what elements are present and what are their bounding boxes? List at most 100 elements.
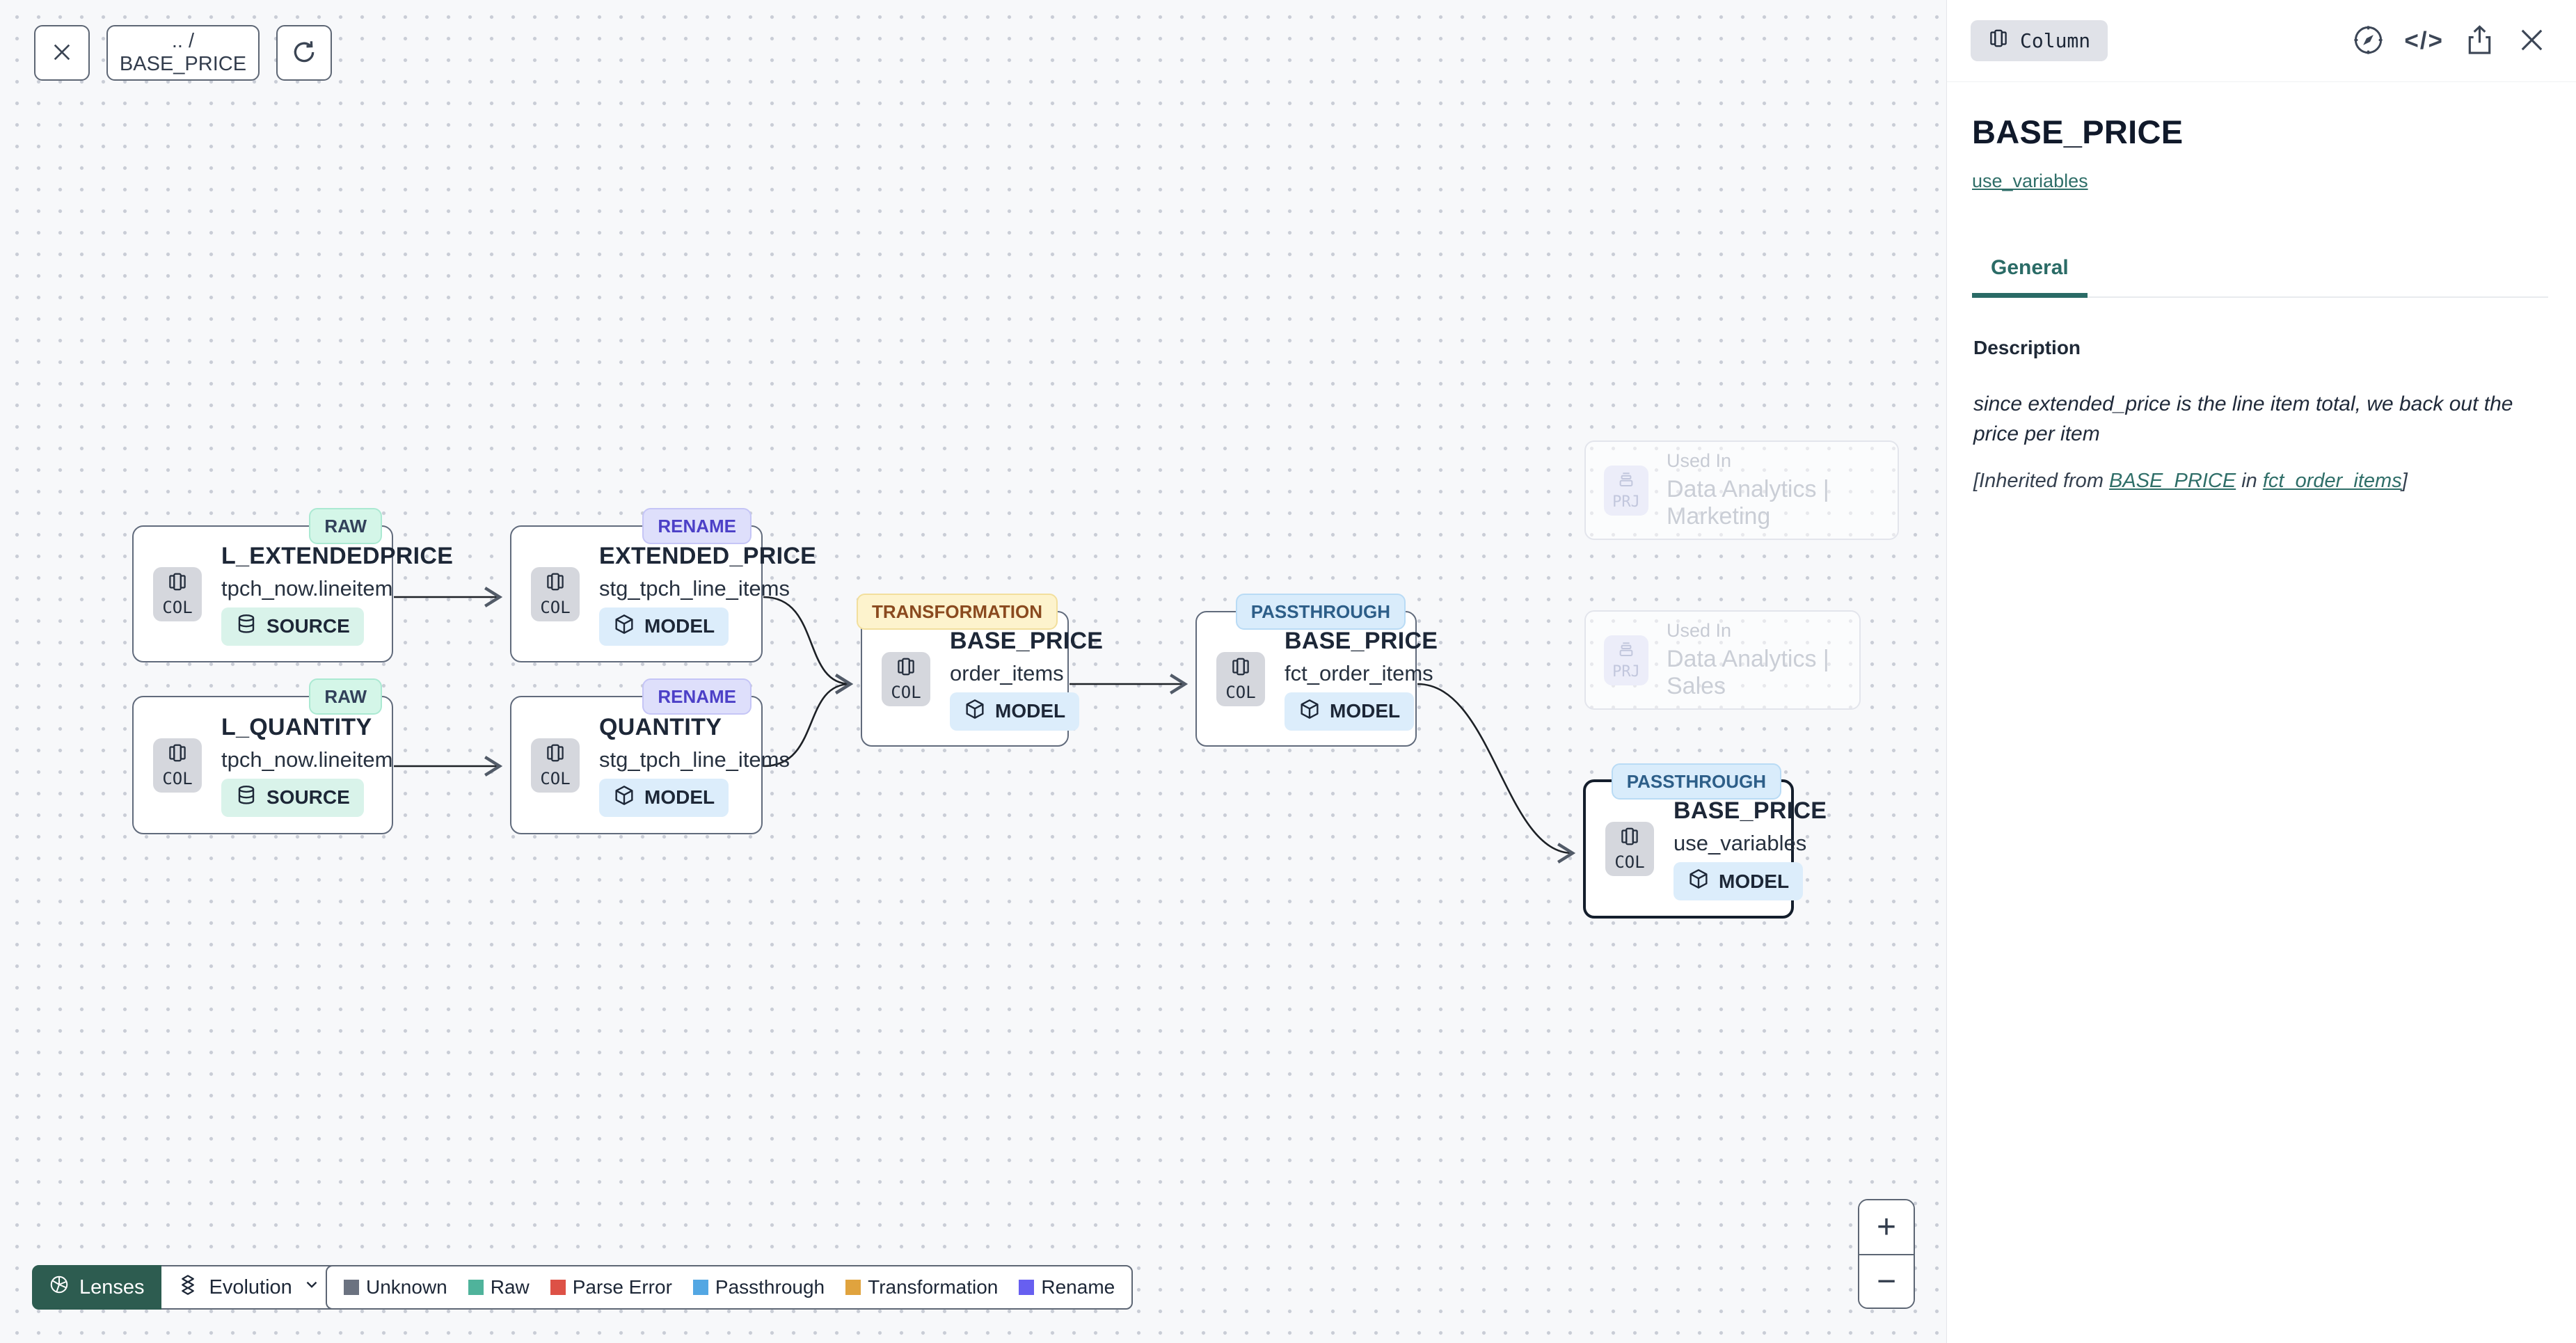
close-icon bbox=[49, 39, 75, 67]
cube-icon bbox=[1298, 698, 1321, 725]
used-in-label: Used In bbox=[1667, 620, 1732, 641]
columns-icon bbox=[167, 742, 188, 768]
project-type-chip: PRJ bbox=[1604, 635, 1648, 685]
lenses-icon bbox=[49, 1274, 70, 1301]
column-type-chip: COL bbox=[531, 738, 580, 793]
project-icon bbox=[1616, 639, 1636, 663]
model-link[interactable]: use_variables bbox=[1972, 170, 2088, 191]
node-kind-pill: MODEL bbox=[599, 607, 729, 646]
node-subtitle: stg_tpch_line_items bbox=[599, 747, 790, 772]
node-badge: PASSTHROUGH bbox=[1235, 594, 1406, 630]
node-subtitle: fct_order_items bbox=[1285, 660, 1433, 685]
navigate-button[interactable] bbox=[2352, 24, 2385, 58]
column-type-chip: COL bbox=[1605, 822, 1654, 876]
node-badge: RENAME bbox=[642, 508, 752, 544]
legend-swatch bbox=[468, 1280, 484, 1295]
cube-icon bbox=[613, 613, 635, 640]
refresh-button[interactable] bbox=[276, 25, 332, 81]
cube-icon bbox=[1687, 868, 1710, 895]
layers-icon bbox=[177, 1273, 199, 1301]
column-type-chip: COL bbox=[153, 566, 202, 621]
used-in-name: Data Analytics | Sales bbox=[1667, 646, 1829, 699]
panel-tabs: General bbox=[1972, 256, 2548, 298]
node-title: EXTENDED_PRICE bbox=[599, 542, 817, 569]
lineage-node-extended-price[interactable]: RENAME COL EXTENDED_PRICE stg_tpch_line_… bbox=[510, 508, 816, 662]
legend-item: Raw bbox=[468, 1276, 530, 1298]
node-kind-pill: MODEL bbox=[599, 778, 729, 817]
description-inherited: [Inherited from BASE_PRICE in fct_order_… bbox=[1973, 470, 2408, 493]
legend-swatch bbox=[845, 1280, 861, 1295]
lineage-node-l-quantity[interactable]: RAW COL L_QUANTITY tpch_now.lineitem SOU… bbox=[132, 678, 393, 834]
legend-swatch bbox=[1019, 1280, 1035, 1295]
share-icon bbox=[2463, 24, 2496, 58]
tab-general[interactable]: General bbox=[1972, 256, 2088, 298]
node-title: BASE_PRICE bbox=[950, 627, 1104, 654]
node-title: L_EXTENDEDPRICE bbox=[221, 542, 454, 569]
lens-mode-dropdown[interactable]: Evolution bbox=[161, 1265, 337, 1310]
node-kind-pill: MODEL bbox=[1285, 692, 1415, 731]
used-in-node-sales[interactable]: PRJ Used In Data Analytics | Sales bbox=[1584, 610, 1861, 710]
legend-item: Transformation bbox=[845, 1276, 998, 1298]
legend-swatch bbox=[550, 1280, 566, 1295]
column-type-chip: COL bbox=[1216, 651, 1265, 706]
node-badge: RAW bbox=[309, 678, 382, 715]
lineage-node-quantity[interactable]: RENAME COL QUANTITY stg_tpch_line_items … bbox=[510, 678, 790, 834]
used-in-label: Used In bbox=[1667, 450, 1732, 471]
used-in-node-marketing[interactable]: PRJ Used In Data Analytics | Marketing bbox=[1584, 440, 1899, 540]
close-icon bbox=[2515, 24, 2548, 58]
description-text: since extended_price is the line item to… bbox=[1973, 392, 2513, 445]
refresh-icon bbox=[290, 38, 318, 68]
node-badge: PASSTHROUGH bbox=[1611, 763, 1781, 800]
lineage-node-l-extendedprice[interactable]: RAW COL L_EXTENDEDPRICE tpch_now.lineite… bbox=[132, 508, 453, 662]
zoom-in-button[interactable]: + bbox=[1859, 1200, 1914, 1254]
column-type-chip: COL bbox=[531, 566, 580, 621]
node-title: L_QUANTITY bbox=[221, 713, 372, 740]
breadcrumb[interactable]: .. / BASE_PRICE bbox=[106, 25, 260, 81]
zoom-out-button[interactable]: − bbox=[1859, 1254, 1914, 1308]
database-icon bbox=[235, 784, 257, 811]
node-badge: RAW bbox=[309, 508, 382, 544]
project-type-chip: PRJ bbox=[1604, 465, 1648, 516]
share-button[interactable] bbox=[2463, 24, 2496, 58]
node-kind-pill: MODEL bbox=[1673, 862, 1804, 900]
inherited-column-link[interactable]: BASE_PRICE bbox=[2109, 470, 2236, 493]
node-title: BASE_PRICE bbox=[1285, 627, 1438, 654]
legend-swatch bbox=[344, 1280, 359, 1295]
node-title: BASE_PRICE bbox=[1673, 797, 1827, 824]
lenses-button[interactable]: Lenses bbox=[32, 1265, 161, 1310]
close-lineage-button[interactable] bbox=[34, 25, 90, 81]
lineage-node-base-price-fct-order-items[interactable]: PASSTHROUGH COL BASE_PRICE fct_order_ite… bbox=[1195, 594, 1438, 747]
node-subtitle: order_items bbox=[950, 660, 1064, 685]
columns-icon bbox=[545, 742, 566, 768]
node-subtitle: tpch_now.lineitem bbox=[221, 575, 393, 601]
lens-legend: Unknown Raw Parse Error Passthrough Tran… bbox=[326, 1265, 1134, 1310]
column-type-chip: COL bbox=[882, 651, 930, 706]
lineage-node-base-price-use-variables[interactable]: PASSTHROUGH COL BASE_PRICE use_variables… bbox=[1583, 763, 1827, 919]
lineage-canvas[interactable]: .. / BASE_PRICE RAW COL L_EXTENDEDPRICE … bbox=[0, 0, 1946, 1343]
close-panel-button[interactable] bbox=[2515, 24, 2548, 58]
node-kind-pill: SOURCE bbox=[221, 778, 364, 817]
view-code-button[interactable]: </> bbox=[2404, 26, 2444, 54]
columns-icon bbox=[896, 656, 916, 681]
cube-icon bbox=[613, 784, 635, 811]
node-title: QUANTITY bbox=[599, 713, 722, 740]
node-subtitle: use_variables bbox=[1673, 831, 1807, 855]
used-in-name: Data Analytics | Marketing bbox=[1667, 476, 1829, 530]
node-subtitle: stg_tpch_line_items bbox=[599, 575, 790, 601]
lineage-node-base-price-order-items[interactable]: TRANSFORMATION COL BASE_PRICE order_item… bbox=[856, 594, 1103, 747]
zoom-controls: + − bbox=[1858, 1199, 1915, 1309]
entity-type-badge[interactable]: Column bbox=[1971, 20, 2108, 61]
columns-icon bbox=[1619, 826, 1640, 851]
node-badge: TRANSFORMATION bbox=[856, 594, 1058, 630]
chevron-down-icon bbox=[303, 1276, 321, 1299]
legend-swatch bbox=[692, 1280, 708, 1295]
description-label: Description bbox=[1973, 337, 2081, 358]
inherited-model-link[interactable]: fct_order_items bbox=[2262, 470, 2402, 493]
panel-header: Column </> bbox=[1947, 0, 2576, 82]
columns-icon bbox=[1988, 28, 2009, 54]
columns-icon bbox=[545, 571, 566, 596]
database-icon bbox=[235, 613, 257, 640]
details-panel: Column </> BASE_PRICE use_variables bbox=[1946, 0, 2576, 1343]
compass-icon bbox=[2352, 24, 2385, 58]
cube-icon bbox=[964, 698, 986, 725]
